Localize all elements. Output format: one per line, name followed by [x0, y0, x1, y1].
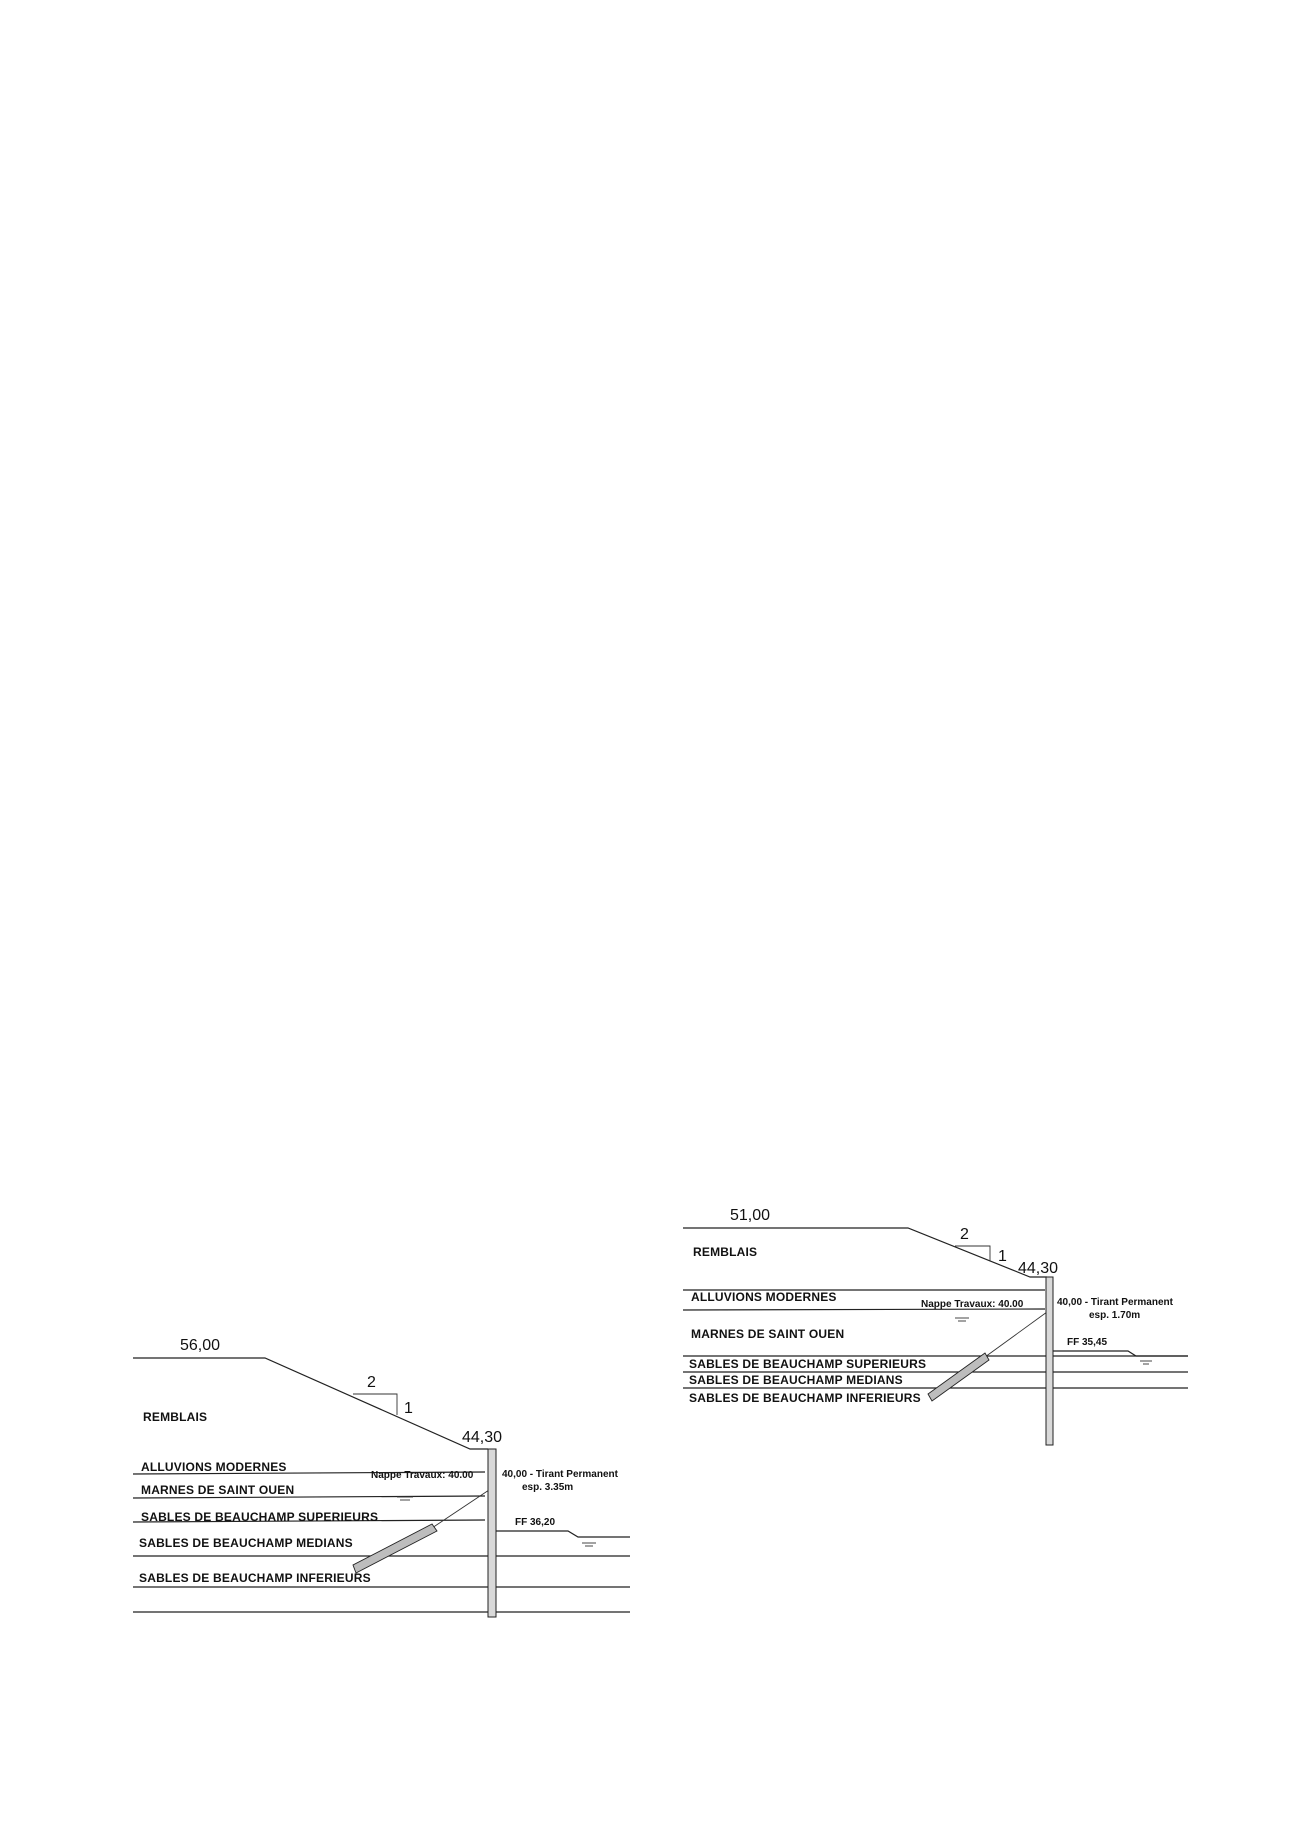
left-layer-marnes: MARNES DE SAINT OUEN: [141, 1483, 294, 1497]
left-retaining-wall: [487, 1448, 497, 1618]
right-layer-sables-inf: SABLES DE BEAUCHAMP INFERIEURS: [689, 1391, 921, 1405]
right-anchor-label-1: 40,00 - Tirant Permanent: [1057, 1297, 1174, 1308]
left-water-table-label: Nappe Travaux: 40.00: [371, 1470, 474, 1481]
right-anchor-rod: [984, 1311, 1048, 1358]
left-slope-triangle: [353, 1393, 398, 1415]
right-ground-surface: [683, 1227, 1047, 1278]
right-elevation-wall-top: 44,30: [1018, 1260, 1058, 1277]
left-anchor-label-2: esp. 3.35m: [522, 1482, 573, 1493]
right-layer-sables-sup: SABLES DE BEAUCHAMP SUPERIEURS: [689, 1357, 926, 1371]
right-excavation-bottom: [1053, 1350, 1188, 1357]
right-water-table-label: Nappe Travaux: 40.00: [921, 1299, 1024, 1310]
left-anchor-label-1: 40,00 - Tirant Permanent: [502, 1469, 619, 1480]
left-elevation-wall-top: 44,30: [462, 1429, 502, 1446]
left-layer-sables-inf: SABLES DE BEAUCHAMP INFERIEURS: [139, 1571, 371, 1585]
right-elevation-top: 51,00: [730, 1207, 770, 1224]
right-anchor-label-2: esp. 1.70m: [1089, 1310, 1140, 1321]
right-slope-triangle: [955, 1245, 991, 1261]
left-layer-sables-med: SABLES DE BEAUCHAMP MEDIANS: [139, 1536, 353, 1550]
right-layer-boundary-2: [682, 1308, 1046, 1311]
left-layer-sables-sup: SABLES DE BEAUCHAMP SUPERIEURS: [141, 1510, 378, 1524]
right-slope-v: 1: [998, 1248, 1007, 1265]
left-anchor-rod: [431, 1487, 493, 1529]
right-excavation-label: FF 35,45: [1067, 1337, 1107, 1348]
left-excavation-label: FF 36,20: [515, 1517, 555, 1528]
right-slope-h: 2: [960, 1226, 969, 1243]
right-layer-alluvions: ALLUVIONS MODERNES: [691, 1290, 837, 1304]
left-layer-alluvions: ALLUVIONS MODERNES: [141, 1460, 287, 1474]
left-layer-boundary-1: [132, 1471, 486, 1475]
left-slope-h: 2: [367, 1374, 376, 1391]
right-layer-marnes: MARNES DE SAINT OUEN: [691, 1327, 844, 1341]
right-section: 51,00 2 1 44,30 REMBLAIS ALLUVIONS MODER…: [682, 1207, 1188, 1446]
left-ground-surface: [133, 1357, 488, 1450]
right-layer-sables-med: SABLES DE BEAUCHAMP MEDIANS: [689, 1373, 903, 1387]
left-elevation-top: 56,00: [180, 1337, 220, 1354]
left-section: 56,00 2 1 44,30 REMBLAIS ALLUVIONS MODER…: [132, 1337, 630, 1618]
left-layer-boundary-3: [132, 1519, 486, 1523]
right-anchor-bulb: [927, 1352, 990, 1402]
left-layer-remblais: REMBLAIS: [143, 1410, 207, 1424]
left-layer-boundary-2: [132, 1495, 486, 1499]
left-anchor-bulb: [352, 1523, 438, 1574]
right-retaining-wall: [1045, 1276, 1054, 1446]
left-slope-v: 1: [404, 1400, 413, 1417]
left-excavation-bottom: [496, 1530, 630, 1538]
right-layer-remblais: REMBLAIS: [693, 1245, 757, 1259]
